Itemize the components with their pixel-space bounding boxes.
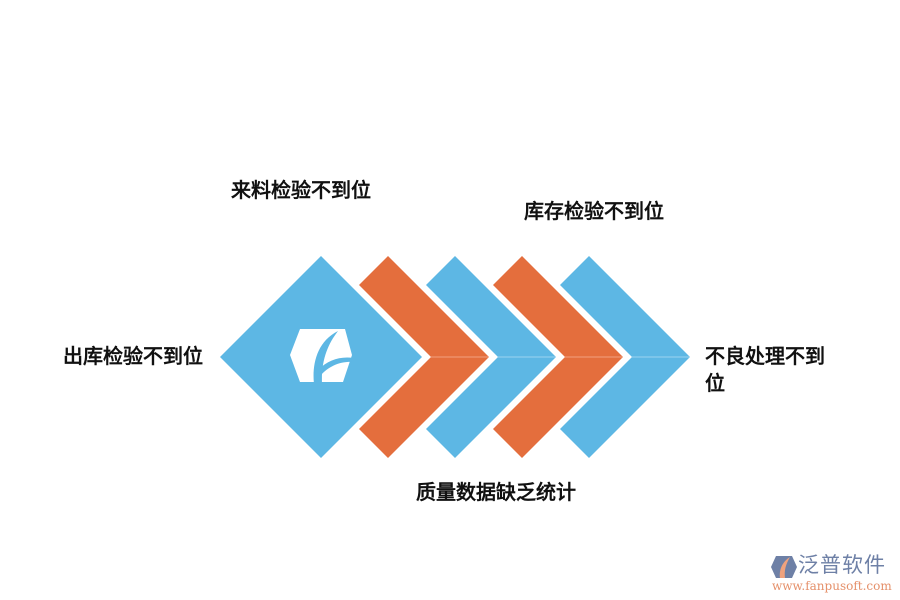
watermark-name: 泛普软件 <box>798 553 886 577</box>
label-top-left: 来料检验不到位 <box>231 178 371 202</box>
chevron-2 <box>426 256 556 458</box>
label-bottom: 质量数据缺乏统计 <box>416 480 576 504</box>
fanpu-logo-icon <box>290 329 354 384</box>
label-top-right: 库存检验不到位 <box>524 199 664 223</box>
chevron-1 <box>359 256 489 458</box>
label-left: 出库检验不到位 <box>63 344 203 368</box>
watermark-logo-icon <box>771 556 797 578</box>
chevron-4 <box>560 256 690 458</box>
chevron-3 <box>493 256 623 458</box>
watermark-url: www.fanpusoft.com <box>772 579 892 593</box>
watermark: 泛普软件 www.fanpusoft.com <box>768 552 898 596</box>
label-right: 不良处理不到位 <box>705 344 825 395</box>
